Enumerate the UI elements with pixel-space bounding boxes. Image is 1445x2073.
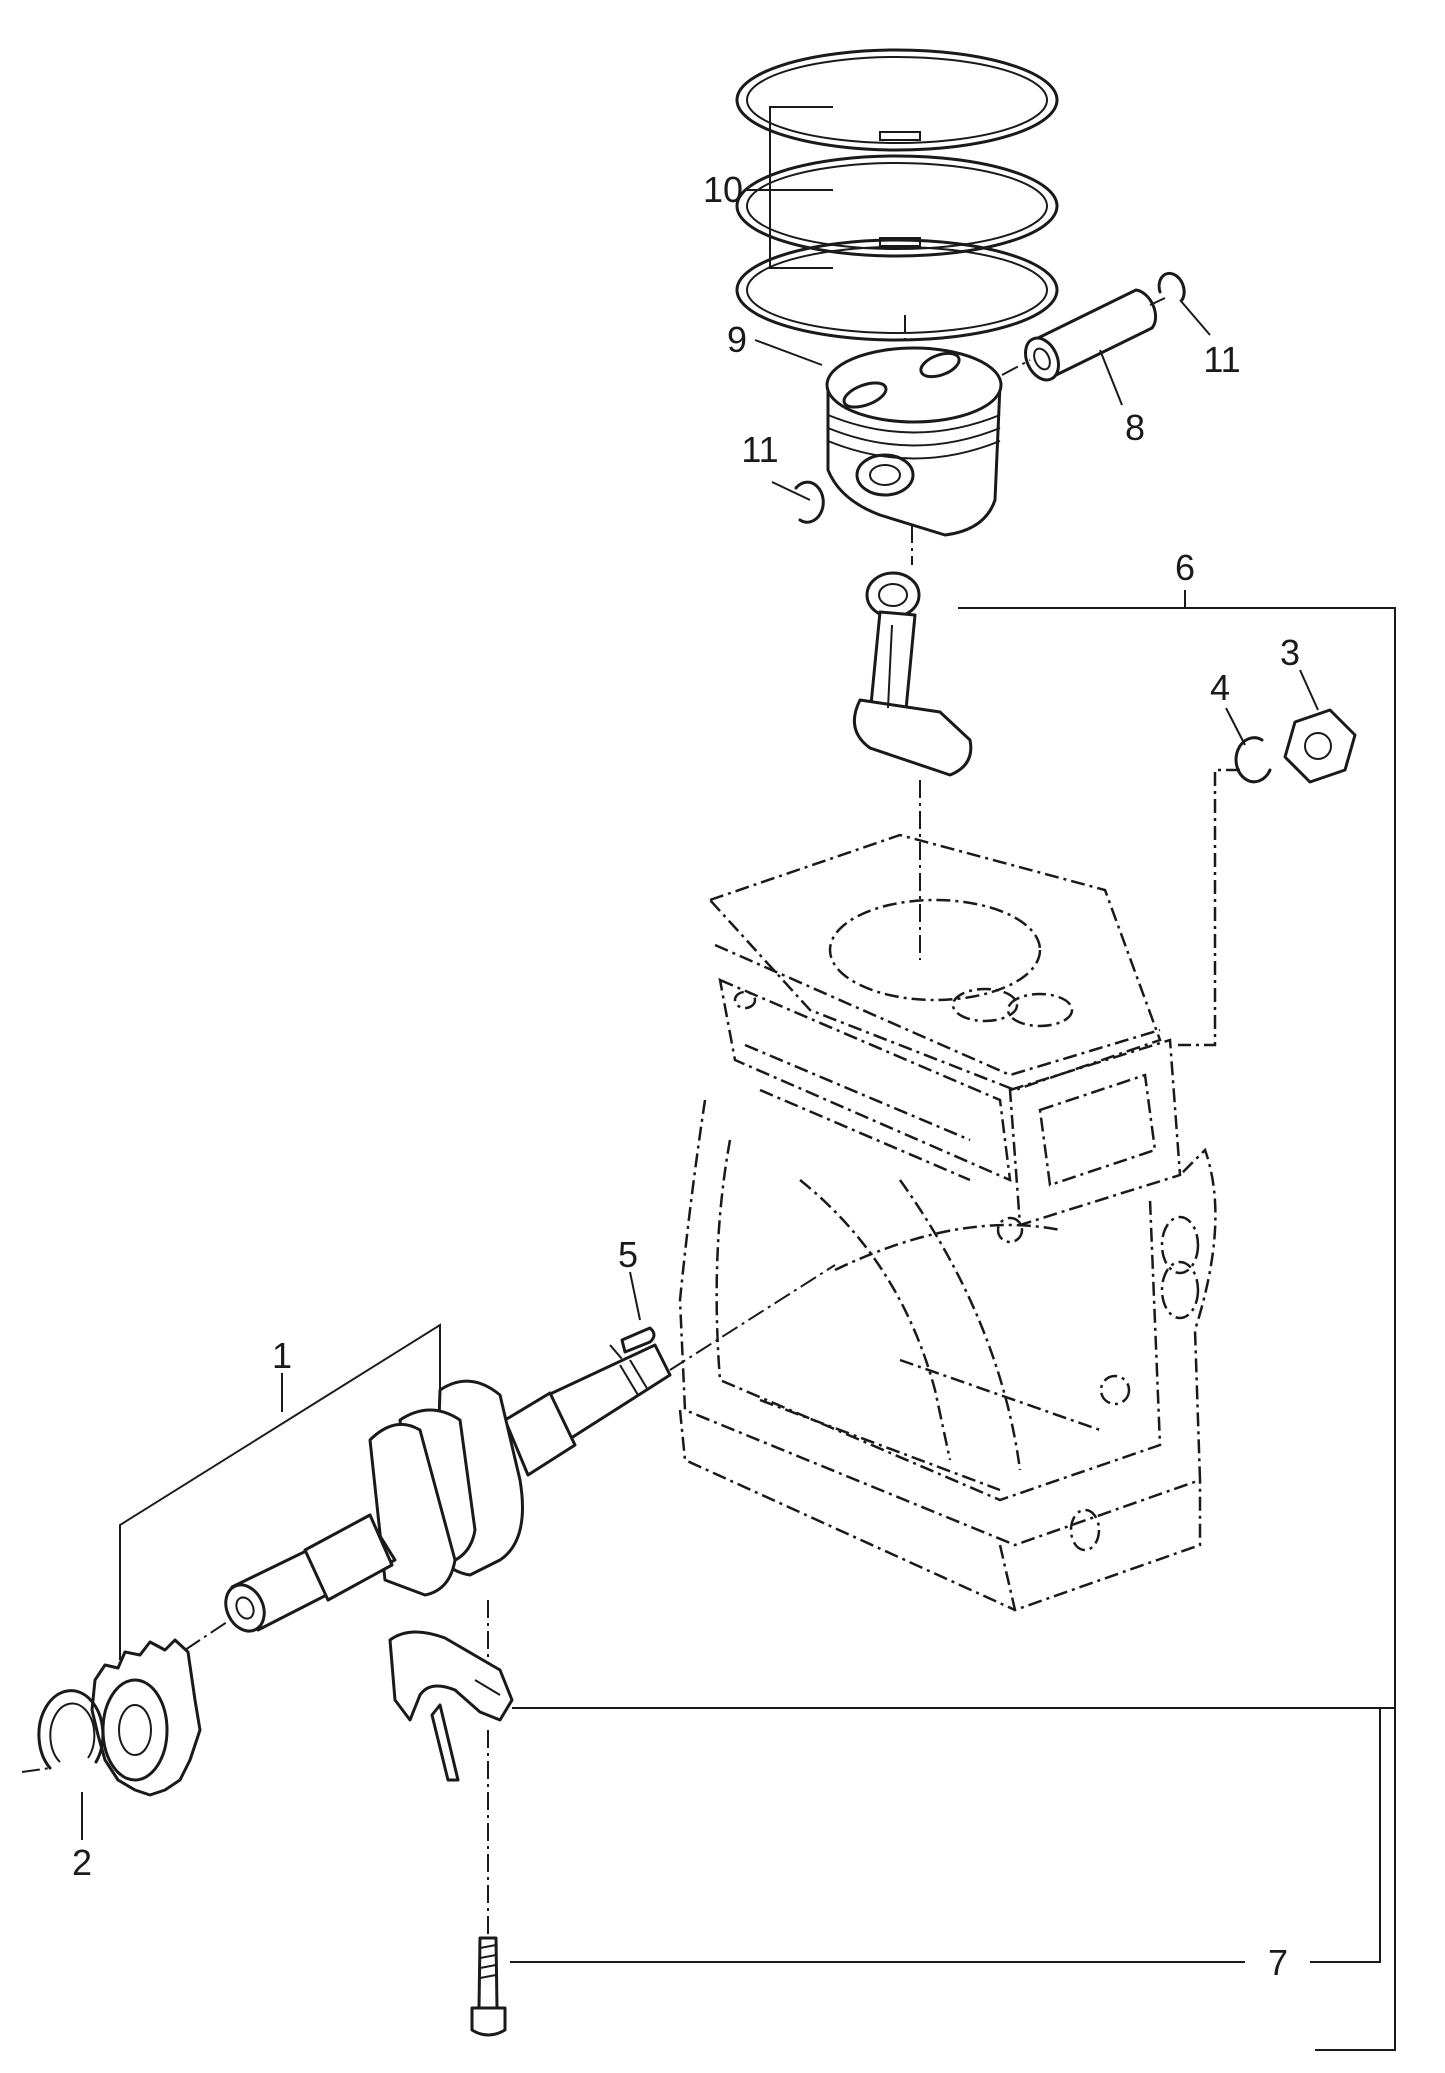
- callout-3-leader: [1299, 669, 1319, 711]
- callout-4: 4: [1210, 667, 1230, 708]
- callout-8-leader: [1099, 349, 1123, 406]
- circlip: [37, 1689, 105, 1770]
- callout-4-leader: [1225, 707, 1246, 746]
- callout-8: 8: [1125, 407, 1145, 448]
- callout-9-leader: [754, 339, 823, 366]
- callout-10: 10: [703, 169, 743, 210]
- callout-6: 6: [1175, 547, 1195, 588]
- callout-11-right: 11: [1203, 339, 1240, 380]
- callout-3: 3: [1280, 632, 1300, 673]
- callout-7: 7: [1268, 1942, 1288, 1983]
- piston-pin-clip-right: [1157, 271, 1186, 302]
- callout-2: 2: [72, 1842, 92, 1883]
- callout-1: 1: [272, 1335, 292, 1376]
- circlip-axis: [21, 1767, 51, 1773]
- connecting-rod-bolt: [470, 1936, 507, 2037]
- washer-axis: [1178, 768, 1240, 1047]
- piston: [825, 315, 1003, 565]
- woodruff-key: [620, 1326, 656, 1354]
- washer: [1234, 736, 1272, 784]
- bracket-1: [119, 1323, 441, 1660]
- crankshaft: [224, 1264, 836, 1633]
- connecting-rod: [852, 571, 973, 777]
- piston-pin-clip-left: [794, 480, 825, 524]
- callout-9: 9: [727, 319, 747, 360]
- nut: [1283, 708, 1357, 784]
- bracket-6: [958, 607, 1396, 2051]
- bracket-7: [1310, 1708, 1381, 1963]
- cylinder-block: [678, 833, 1217, 1612]
- piston-pin: [1001, 288, 1166, 382]
- callout-11-left-leader: [771, 481, 811, 501]
- piston-rings: [735, 48, 1059, 342]
- callout-5: 5: [618, 1234, 638, 1275]
- connecting-rod-cap: [388, 1630, 514, 1782]
- timing-gear: [90, 1638, 202, 1797]
- callout-10-leader: [745, 106, 833, 269]
- callout-5-leader: [629, 1271, 641, 1321]
- callout-11-left: 11: [741, 429, 778, 470]
- callout-11-right-leader: [1179, 299, 1211, 336]
- crank-axis: [184, 1619, 231, 1651]
